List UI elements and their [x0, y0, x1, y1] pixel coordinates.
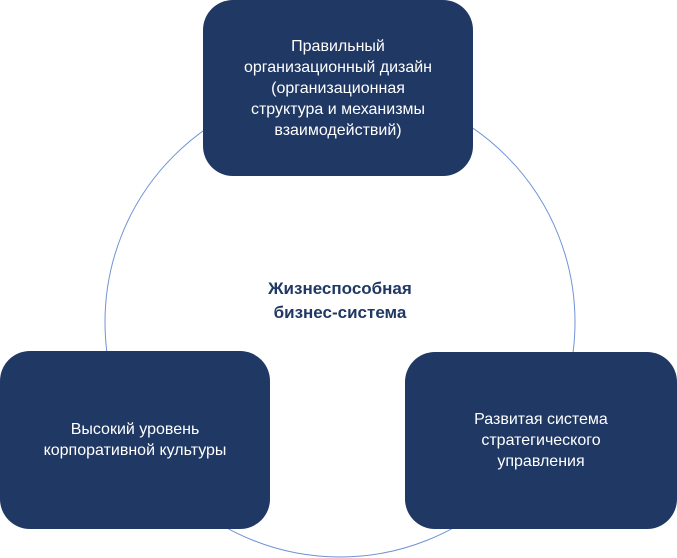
- node-corporate-culture: Высокий уровень корпоративной культуры: [0, 351, 270, 529]
- node-label: Высокий уровень корпоративной культуры: [43, 421, 227, 459]
- center-label: Жизнеспособная бизнес-система: [268, 279, 412, 322]
- node-strategic-management: Развитая система стратегического управле…: [405, 352, 677, 529]
- node-organizational-design: Правильный организационный дизайн (орган…: [203, 0, 473, 176]
- node-label: Правильный организационный дизайн (орган…: [243, 37, 433, 139]
- node-label: Развитая система стратегического управле…: [474, 411, 608, 470]
